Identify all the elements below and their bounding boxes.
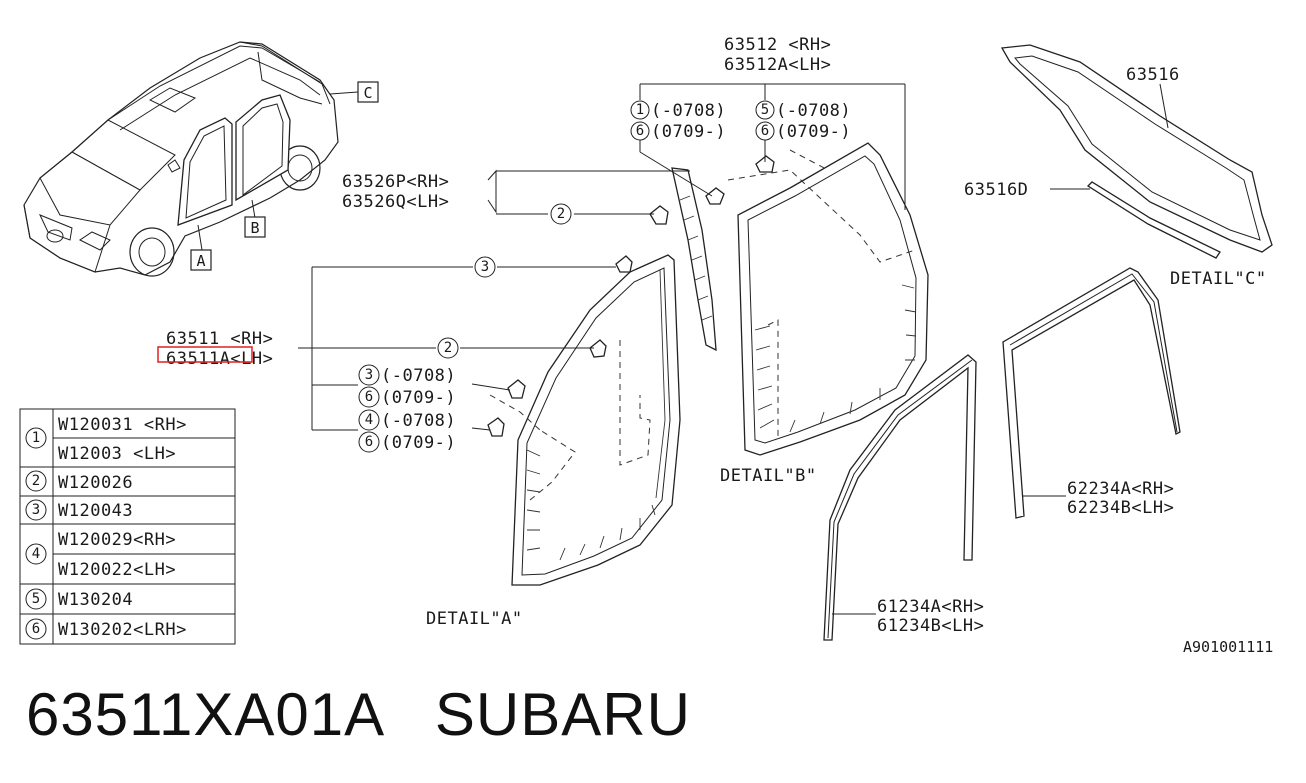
label-ref-code: A901001111 [1183, 638, 1273, 656]
label-63511-rh: 63511 <RH> [166, 329, 273, 349]
label-6d-0709: (0709-) [381, 433, 456, 453]
highlight-box-63511a [157, 346, 253, 363]
label-detail-a: DETAIL"A" [426, 609, 523, 629]
legend-part: W120043 [58, 501, 133, 521]
label-6a-0709: (0709-) [651, 122, 726, 142]
caption: 63511XA01A SUBARU [26, 680, 691, 749]
circle-3-lower: 3 [358, 364, 380, 386]
svg-text:2: 2 [32, 473, 40, 489]
legend-part: W120029<RH> [58, 530, 176, 550]
legend-num-3: 3 [25, 499, 47, 521]
svg-text:6: 6 [365, 389, 373, 405]
detail-c-hatch-seal [1000, 44, 1273, 259]
detail-marker-b: B [244, 216, 266, 238]
legend-part: W120026 [58, 473, 133, 493]
label-62234b-lh: 62234B<LH> [1067, 498, 1174, 518]
label-1-0708: (-0708) [651, 101, 726, 121]
car-illustration [23, 41, 359, 277]
svg-text:6: 6 [32, 621, 40, 637]
svg-text:3: 3 [365, 367, 373, 383]
legend-num-1: 1 [25, 427, 47, 449]
svg-text:B: B [250, 219, 259, 237]
part-62234-glass-run [1002, 267, 1181, 519]
legend-part: W130204 [58, 590, 133, 610]
label-61234a-rh: 61234A<RH> [877, 597, 984, 617]
svg-text:A: A [196, 252, 205, 270]
circle-6-top-left: 6 [630, 121, 650, 141]
legend-part: W130202<LRH> [58, 620, 187, 640]
svg-text:4: 4 [32, 546, 40, 562]
svg-text:6: 6 [365, 434, 373, 450]
svg-text:5: 5 [32, 591, 40, 607]
svg-text:5: 5 [761, 102, 769, 118]
label-detail-c: DETAIL"C" [1170, 269, 1267, 289]
svg-text:C: C [363, 84, 372, 102]
circle-6-top-right: 6 [755, 121, 775, 141]
detail-a-front-door-seal [487, 254, 681, 586]
svg-text:3: 3 [32, 502, 40, 518]
label-62234a-rh: 62234A<RH> [1067, 479, 1174, 499]
label-63526p-rh: 63526P<RH> [342, 172, 449, 192]
label-4-0708: (-0708) [381, 411, 456, 431]
label-6c-0709: (0709-) [381, 388, 456, 408]
label-63511a-lh: 63511A<LH> [166, 349, 273, 369]
circle-5-top: 5 [755, 100, 775, 120]
label-3-0708: (-0708) [381, 366, 456, 386]
circle-6-mid-upper: 6 [358, 386, 380, 408]
svg-text:4: 4 [365, 412, 373, 428]
detail-marker-c: C [357, 81, 379, 103]
circle-4: 4 [358, 409, 380, 431]
label-63512-rh: 63512 <RH> [724, 35, 831, 55]
label-63516: 63516 [1126, 65, 1180, 85]
legend-num-4: 4 [25, 543, 47, 565]
caption-brand: SUBARU [434, 681, 691, 748]
label-63516d: 63516D [964, 180, 1028, 200]
callout-leaders [298, 83, 1169, 615]
label-63512a-lh: 63512A<LH> [724, 55, 831, 75]
legend-num-2: 2 [25, 470, 47, 492]
label-6b-0709: (0709-) [776, 122, 851, 142]
detail-marker-a: A [190, 249, 212, 271]
svg-text:3: 3 [481, 259, 489, 275]
legend-part: W120031 <RH> [58, 415, 187, 435]
svg-text:6: 6 [636, 123, 644, 139]
circle-3-upper: 3 [474, 256, 496, 278]
legend-num-6: 6 [25, 618, 47, 640]
svg-text:1: 1 [636, 102, 644, 118]
legend-part: W120022<LH> [58, 560, 176, 580]
circle-2-b-pillar: 2 [550, 203, 572, 225]
legend-part: W12003 <LH> [58, 444, 176, 464]
svg-text:1: 1 [32, 430, 40, 446]
legend-num-5: 5 [25, 588, 47, 610]
svg-text:2: 2 [557, 206, 565, 222]
label-5-0708: (-0708) [776, 101, 851, 121]
part-61234-glass-run [823, 354, 977, 641]
label-detail-b: DETAIL"B" [720, 466, 817, 486]
circle-6-mid-lower: 6 [358, 431, 380, 453]
legend-table: 1 W120031 <RH> W12003 <LH> 2 W120026 3 W… [19, 408, 236, 645]
circle-1-top: 1 [630, 100, 650, 120]
caption-part-number: 63511XA01A [26, 681, 382, 748]
circle-2-door: 2 [437, 337, 459, 359]
label-63526q-lh: 63526Q<LH> [342, 192, 449, 212]
svg-text:6: 6 [761, 123, 769, 139]
label-61234b-lh: 61234B<LH> [877, 616, 984, 636]
svg-text:2: 2 [444, 340, 452, 356]
detail-b-rear-door-seal [649, 142, 929, 456]
